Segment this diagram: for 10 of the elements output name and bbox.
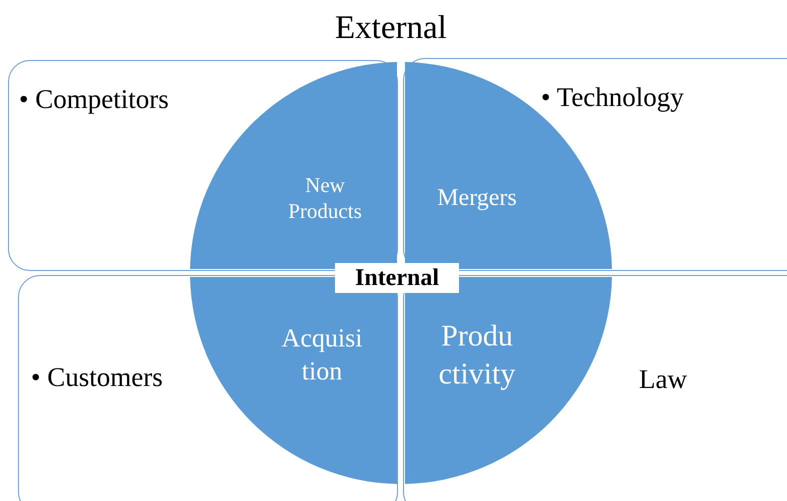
box-label: Law [639,363,687,396]
quadrant-label: Mergers [436,184,518,213]
box-label: • Competitors [19,83,169,116]
center-label: Internal [335,263,459,293]
quadrant-label: Acquisi tion [280,322,364,387]
quadrant-label: Produ ctivity [438,318,516,392]
title: External [335,9,447,48]
quadrant-label: New Products [287,172,363,224]
box-label: • Technology [541,81,684,114]
box-label: • Customers [31,361,163,394]
